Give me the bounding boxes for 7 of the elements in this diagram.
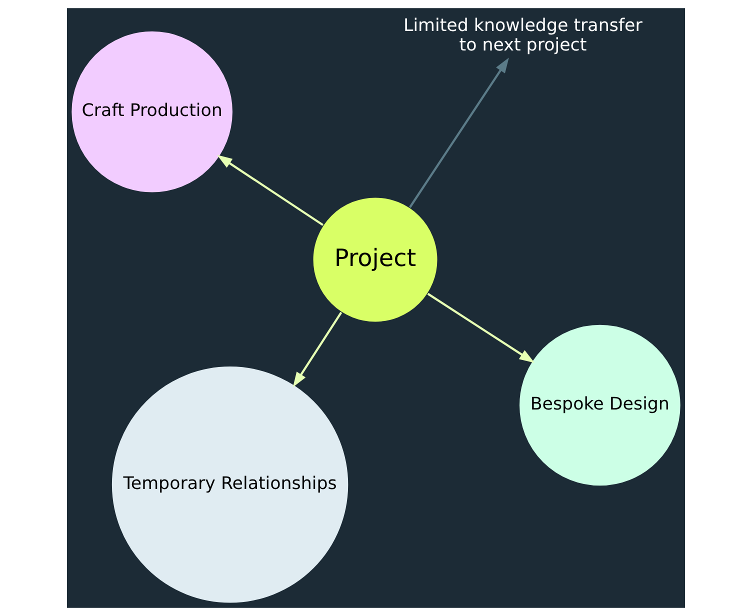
arrow xyxy=(408,58,508,208)
arrow xyxy=(216,154,324,226)
node-text: Limited knowledge transfer to next project xyxy=(403,16,642,56)
arrow xyxy=(292,312,342,388)
arrow xyxy=(426,292,534,363)
node-circle: Temporary Relationships xyxy=(110,365,349,604)
node-circle: Project xyxy=(312,196,438,323)
